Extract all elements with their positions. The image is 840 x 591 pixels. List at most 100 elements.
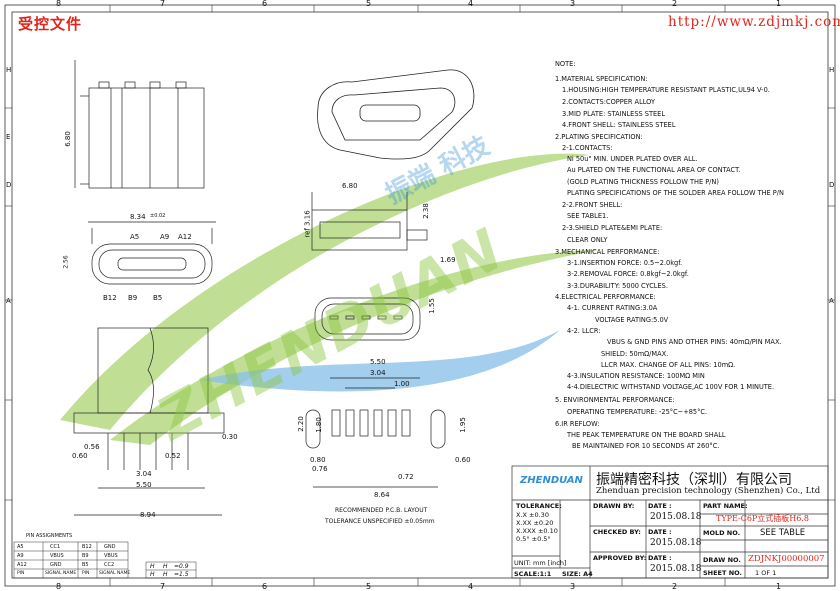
note-line: BE MAINTAINED FOR 10 SECONDS AT 260°C.	[572, 442, 720, 450]
grid-number-1-bottom: 1	[776, 582, 782, 591]
dim-pcb-2-20: 2.20	[296, 416, 305, 432]
note-line: 2-3.SHIELD PLATE&EMI PLATE:	[562, 224, 663, 232]
note-line: 4.ELECTRICAL PERFORMANCE:	[555, 293, 656, 301]
pin-label-b5: B5	[153, 294, 163, 302]
pin-label-a12: A12	[178, 233, 192, 241]
dim-front-width-tol: ±0.02	[150, 213, 166, 219]
grid-number-2-bottom: 2	[672, 582, 678, 591]
grid-number-6: 6	[262, 0, 268, 8]
company-name-en: Zhenduan precision technology (Shenzhen)…	[596, 486, 821, 496]
checked-date: 2015.08.18	[650, 538, 702, 548]
pcb-title: RECOMMENDED P.C.B. LAYOUT	[335, 507, 428, 514]
pin-cell: CC2	[104, 562, 115, 568]
note-line: 2.CONTACTS:COPPER ALLOY	[562, 98, 656, 106]
note-line: 4-3.INSULATION RESISTANCE: 100MΩ MIN	[567, 372, 705, 380]
tolerance-line: 0.5° ±0.5°	[516, 535, 551, 543]
note-line: 3-1.INSERTION FORCE: 0.5~2.0kgf.	[567, 259, 683, 267]
tolerance-line: X.XXX ±0.10	[516, 527, 558, 535]
grid-ticks	[5, 5, 835, 586]
scale-label: SCALE:1:1	[514, 570, 552, 578]
grid-letter-d-right: D	[829, 181, 835, 189]
grid-number-3: 3	[570, 0, 576, 8]
dim-bot-0-60: 0.60	[72, 452, 88, 460]
pin-cell: GND	[104, 544, 116, 550]
dim-pcb-0-80: 0.80	[310, 456, 326, 464]
dim-side-ref: ref 3.16	[303, 210, 312, 238]
size-label: SIZE: A4	[562, 570, 593, 578]
pin-cell: SIGNAL NAME	[99, 571, 131, 576]
pin-label-b9: B9	[128, 294, 138, 302]
note-line: 4.FRONT SHELL: STAINLESS STEEL	[562, 121, 676, 129]
unit-label: UNIT: mm [inch]	[514, 559, 567, 567]
dim-front-height: 2.56	[62, 255, 70, 269]
dim-pcb-3-04: 3.04	[370, 369, 386, 377]
grid-number-5: 5	[366, 0, 372, 8]
drawn-date: 2015.08.18	[650, 512, 702, 522]
note-line: 2-2.FRONT SHELL:	[562, 201, 623, 209]
date-label: DATE :	[648, 528, 672, 536]
top-view	[74, 60, 205, 189]
h-cell: =1.5	[174, 571, 189, 578]
note-line: 3-2.REMOVAL FORCE: 0.8kgf~2.0kgf.	[567, 270, 689, 278]
front-view	[88, 221, 216, 285]
title-block-logo: ZHENDUAN	[520, 475, 583, 486]
inner-border	[11, 11, 829, 579]
sheet-no-label: SHEET NO.	[703, 569, 742, 577]
grid-number-8: 8	[56, 0, 62, 8]
dim-side-d: 1.69	[440, 256, 456, 264]
dim-side-width: 6.80	[342, 182, 358, 190]
grid-number-4: 4	[468, 0, 474, 8]
mold-no-label: MOLD NO.	[703, 529, 741, 537]
note-line: SHIELD: 50mΩ/MAX.	[601, 350, 669, 358]
note-line: 5. ENVIRONMENTAL PERFORMANCE:	[555, 396, 675, 404]
grid-number-3-bottom: 3	[570, 582, 576, 591]
tolerance-label: TOLERANCE:	[516, 502, 562, 510]
date-label: DATE :	[648, 554, 672, 562]
h-cell: H	[163, 563, 168, 570]
draw-no-label: DRAW NO.	[703, 556, 741, 564]
note-line: (GOLD PLATING THICKNESS FOLLOW THE P/N)	[567, 178, 719, 186]
dim-pcb-1-00: 1.00	[394, 380, 410, 388]
grid-number-8-bottom: 8	[56, 582, 62, 591]
pin-cell: A12	[17, 562, 27, 568]
pin-cell: B9	[82, 553, 89, 559]
pin-cell: A9	[17, 553, 24, 559]
note-line: VBUS & GND PINS AND OTHER PINS: 40mΩ/PIN…	[607, 338, 782, 346]
grid-letter-h-right: H	[829, 66, 835, 74]
drawn-by-label: DRAWN BY:	[593, 502, 635, 510]
dim-pcb-5-50: 5.50	[370, 358, 386, 366]
note-line: 4-4.DIELECTRIC WITHSTAND VOLTAGE,AC 100V…	[567, 383, 775, 391]
pin-label-b12: B12	[103, 294, 117, 302]
grid-number-6-bottom: 6	[262, 582, 268, 591]
pcb-layout	[305, 377, 446, 488]
dim-bot-3-04: 3.04	[136, 470, 152, 478]
title-block-frame	[511, 465, 829, 579]
note-line: CLEAR ONLY	[567, 236, 608, 244]
approved-by-label: APPROVED BY:	[593, 554, 647, 562]
bottom-view	[73, 327, 225, 516]
tolerance-line: X.X ±0.30	[516, 511, 549, 519]
note-line: THE PEAK TEMPERATURE ON THE BOARD SHALL	[567, 431, 726, 439]
note-line: 1.HOUSING:HIGH TEMPERATURE RESISTANT PLA…	[562, 86, 770, 94]
checked-by-label: CHECKED BY:	[593, 528, 641, 536]
note-line: 2-1.CONTACTS:	[562, 144, 613, 152]
dim-pcb-0-76: 0.76	[312, 465, 328, 473]
pin-cell: PIN	[82, 571, 90, 576]
date-label: DATE :	[648, 502, 672, 510]
pin-table-frame	[13, 541, 197, 579]
pin-cell: SIGNAL NAME	[45, 571, 77, 576]
outer-border	[4, 4, 836, 587]
pin-label-a9: A9	[160, 233, 170, 241]
note-line: 1.MATERIAL SPECIFICATION:	[555, 75, 648, 83]
note-line: 6.IR REFLOW:	[555, 420, 600, 428]
dim-bot-0-30: 0.30	[222, 433, 238, 441]
part-name-label: PART NAME:	[703, 502, 748, 510]
dim-front-width: 8.34	[130, 213, 146, 221]
note-line: 3-3.DURABILITY: 5000 CYCLES.	[567, 282, 668, 290]
pin-cell: CC1	[50, 544, 61, 550]
note-line: NOTE:	[555, 60, 576, 68]
pin-cell: B12	[82, 544, 92, 550]
note-line: 2.PLATING SPECIFICATION:	[555, 133, 643, 141]
grid-letter-h: H	[6, 66, 12, 74]
